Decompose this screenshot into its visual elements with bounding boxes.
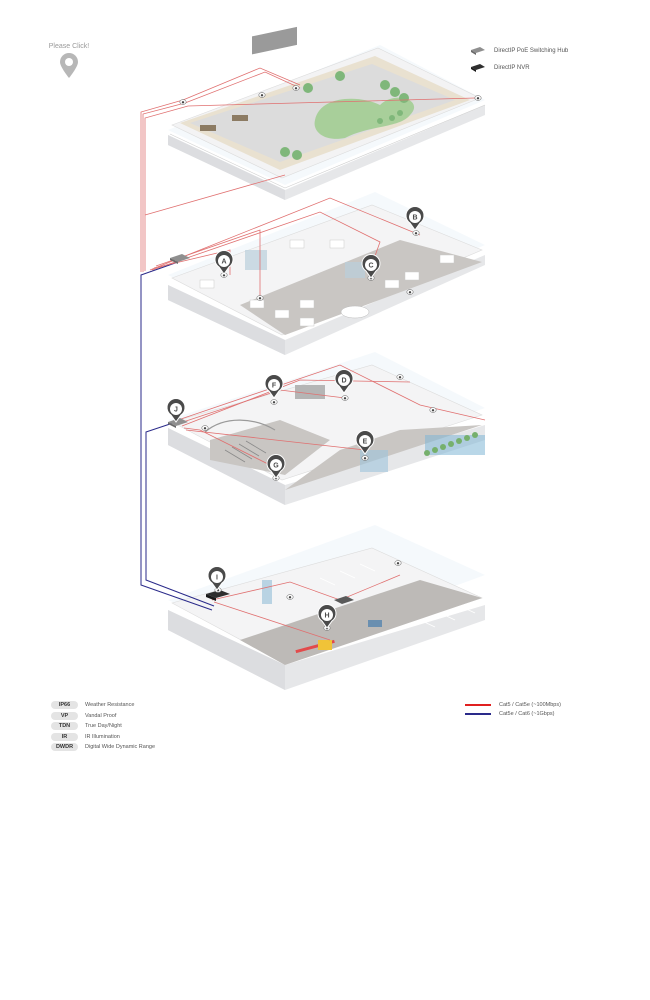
marker-dot — [338, 374, 350, 386]
switching-hub[interactable] — [334, 596, 354, 604]
feature-item: VP Vandal Proof — [51, 711, 155, 722]
feature-label: IR Illumination — [85, 733, 120, 740]
feature-badge: DWDR — [51, 743, 78, 752]
cable-item: Cat5e / Cat6 (~1Gbps) — [465, 710, 561, 720]
marker-dot — [409, 211, 421, 223]
switching-hub[interactable] — [170, 254, 190, 264]
marker-label: J — [174, 407, 178, 414]
feature-badge: VP — [51, 711, 78, 720]
map-pin-icon — [60, 53, 78, 78]
feature-legend: IP66 Weather Resistance VP Vandal Proof … — [51, 700, 155, 753]
camera-marker-g[interactable]: G — [266, 454, 286, 479]
marker-label: E — [363, 439, 368, 446]
marker-dot — [321, 609, 333, 621]
rooftop-trees — [280, 71, 409, 160]
device-legend: DirectIP PoE Switching Hub DirectIP NVR — [470, 42, 568, 76]
marker-dot — [270, 459, 282, 471]
marker-label: B — [412, 215, 417, 222]
rooftop-floor — [168, 26, 486, 200]
feature-label: Weather Resistance — [85, 702, 135, 709]
camera-marker-i[interactable]: I — [207, 566, 227, 591]
marker-dot — [218, 255, 230, 267]
marker-dot — [170, 403, 182, 415]
please-click-hint[interactable]: Please Click! — [44, 43, 94, 79]
marker-label: I — [216, 575, 218, 582]
feature-item: DWDR Digital Wide Dynamic Range — [51, 742, 155, 753]
feature-badge: IR — [51, 732, 78, 741]
feature-item: TDN True Day/Night — [51, 721, 155, 732]
hint-label: Please Click! — [48, 43, 90, 50]
cable-line-swatch — [465, 703, 491, 706]
feature-item: IP66 Weather Resistance — [51, 700, 155, 711]
gigabit-cables — [140, 261, 215, 611]
legend-switching-hub: DirectIP PoE Switching Hub — [470, 42, 568, 59]
camera-marker-j[interactable]: J — [166, 398, 186, 423]
feature-item: IR IR Illumination — [51, 732, 155, 743]
marker-dot — [359, 435, 371, 447]
camera-marker-b[interactable]: B — [405, 206, 425, 231]
lobby-floor — [168, 352, 485, 505]
legend-label: DirectIP PoE Switching Hub — [494, 47, 569, 54]
marker-label: H — [324, 613, 329, 620]
marker-label: G — [273, 463, 279, 470]
cable-label: Cat5 / Cat5e (~100Mbps) — [499, 701, 561, 708]
cable-item: Cat5 / Cat5e (~100Mbps) — [465, 700, 561, 710]
marker-label: D — [341, 378, 346, 385]
marker-dot — [211, 571, 223, 583]
marker-label: F — [272, 383, 277, 390]
feature-label: Vandal Proof — [85, 712, 117, 719]
camera-marker-d[interactable]: D — [334, 369, 354, 394]
marker-label: C — [368, 263, 373, 270]
feature-badge: IP66 — [51, 701, 78, 710]
nvr-device[interactable] — [206, 590, 230, 601]
marker-dot — [268, 379, 280, 391]
camera-marker-h[interactable]: H — [317, 604, 337, 629]
switching-hub-icon — [471, 46, 485, 55]
feature-label: Digital Wide Dynamic Range — [85, 744, 155, 751]
legend-label: DirectIP NVR — [494, 64, 530, 71]
marker-label: A — [221, 259, 226, 266]
feature-badge: TDN — [51, 722, 78, 731]
cable-line-swatch — [465, 713, 491, 716]
office-floor — [168, 192, 485, 355]
nvr-icon — [471, 63, 485, 72]
cable-legend: Cat5 / Cat5e (~100Mbps) Cat5e / Cat6 (~1… — [465, 700, 561, 719]
cable-label: Cat5e / Cat6 (~1Gbps) — [499, 711, 555, 718]
camera-marker-a[interactable]: A — [214, 250, 234, 275]
camera-marker-f[interactable]: F — [264, 374, 284, 399]
switching-hub[interactable] — [168, 418, 188, 428]
feature-label: True Day/Night — [85, 723, 122, 730]
camera-marker-c[interactable]: C — [361, 254, 381, 279]
legend-nvr: DirectIP NVR — [470, 59, 568, 76]
camera-marker-e[interactable]: E — [355, 430, 375, 455]
marker-dot — [365, 259, 377, 271]
